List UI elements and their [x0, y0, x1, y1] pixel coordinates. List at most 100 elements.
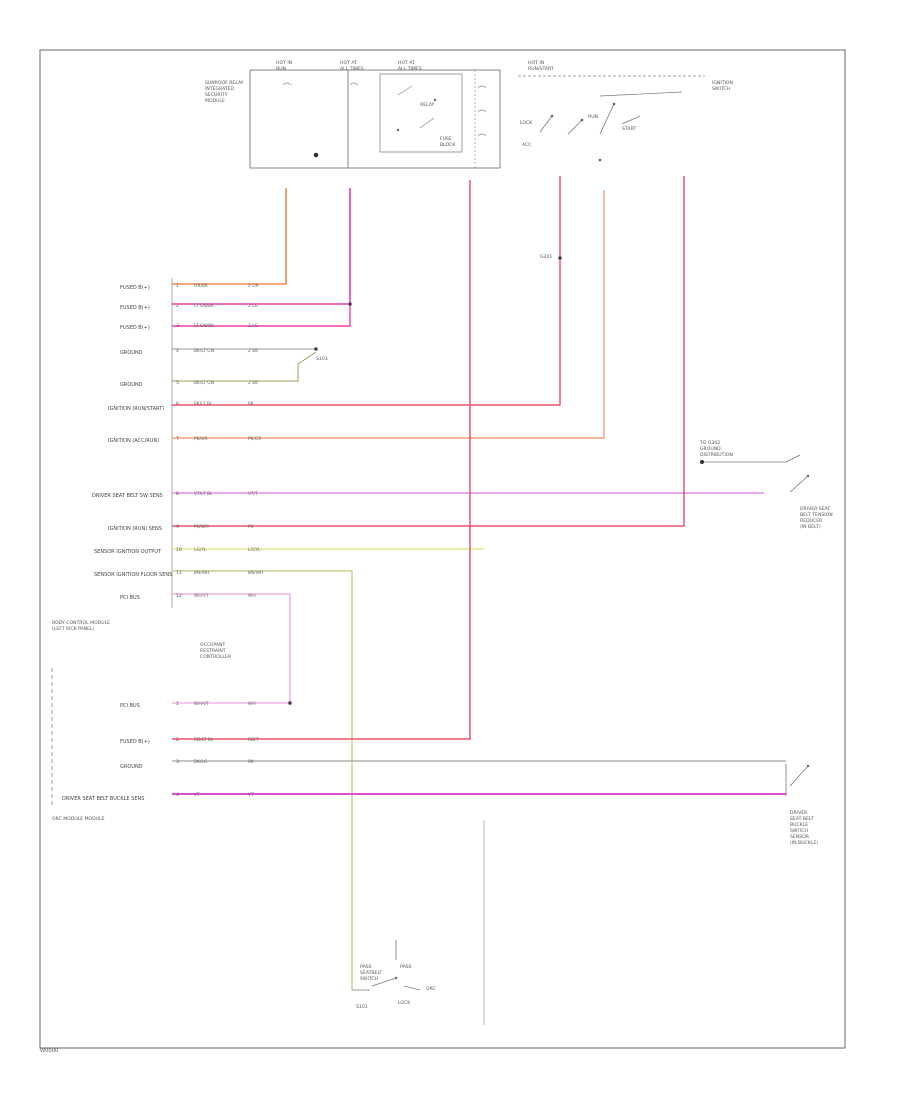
lower-pin-wire-3: BK	[248, 759, 254, 765]
pin-row-5: GROUND 5 BK/LT GN 2 BK	[120, 380, 258, 388]
pin-wire-9: PK	[248, 524, 254, 530]
pass-switch-1: PASS	[360, 964, 372, 970]
ignition-switch: IGNITION SWITCH LOCK RUN ACC START	[518, 75, 733, 162]
pin-color-7: PK/OR	[194, 436, 208, 442]
diagram-ref-code: W0000	[40, 1048, 58, 1054]
pin-color-5: BK/LT GN	[194, 380, 214, 386]
pin-row-9: IGNITION (RUN) SENS 9 PK/WH PK	[108, 524, 254, 532]
seatbelt-right-2: BELT TENSION	[800, 512, 833, 518]
pin-label-10: SENSOR IGNITION OUTPUT	[94, 549, 162, 555]
pin-row-12: PCI BUS 12 WH/VT WH	[120, 593, 256, 601]
pin-label-1: FUSED B(+)	[120, 285, 150, 291]
buckle-right-3: BUCKLE	[790, 822, 808, 828]
pin-wire-2: 2 LG	[248, 303, 259, 309]
pin-wire-11: BN/WH	[248, 570, 263, 576]
ground-dist-2: GROUND	[700, 446, 721, 452]
pin-color-1: OR/BK	[194, 283, 208, 289]
bottom-switch-1: PASS	[400, 964, 412, 970]
wire-pink-pci-bus-a	[172, 593, 291, 705]
lower-pin-number-2: 2	[176, 737, 179, 743]
box2-head-1: HOT AT	[340, 60, 357, 66]
pin-color-4: BK/LT GN	[194, 348, 214, 354]
lower-pin-number-1: 1	[176, 701, 179, 707]
pin-number-12: 12	[176, 593, 182, 599]
pin-label-8: DRIVER SEAT BELT SW SENS	[92, 493, 163, 499]
lower-module-name: ORC MODULE MODULE	[52, 816, 105, 822]
pin-label-7: IGNITION (ACC/RUN)	[108, 438, 159, 444]
pin-wire-4: 2 BK	[248, 348, 258, 354]
bottom-switch-3: LOCK	[398, 1000, 411, 1006]
box1-caption-4: MODULE	[205, 98, 225, 104]
pin-number-4: 4	[176, 348, 179, 354]
pin-wire-3: 2 LG	[248, 323, 259, 329]
upper-module-name-2: (LEFT KICK PANEL)	[52, 626, 95, 632]
seatbelt-right-3: REDUCER	[800, 518, 823, 524]
pin-color-11: BN/WH	[194, 570, 209, 576]
wire-olive-sensor-floor	[172, 570, 353, 990]
splice-label-s101: S101	[356, 1004, 368, 1010]
ground-dist-3: DISTRIBUTION	[700, 452, 733, 458]
pin-color-6: PK/LT BL	[194, 401, 213, 407]
pin-wire-1: 2 OR	[248, 283, 259, 289]
pin-label-3: FUSED B(+)	[120, 325, 150, 331]
occupant-module-3: CONTROLLER	[200, 654, 232, 660]
box3-label-block: BLOCK	[440, 142, 456, 148]
lower-pin-color-3: BK/LG	[194, 759, 208, 765]
box1-caption-1: SUNROOF RELAY	[205, 80, 244, 86]
pin-row-8: DRIVER SEAT BELT SW SENS 8 VT/LT BL VT/T	[92, 491, 258, 499]
pin-row-4: GROUND 4 BK/LT GN 2 BK	[120, 348, 258, 356]
box4-head-2: RUN/START	[528, 66, 554, 72]
pin-label-6: IGNITION (RUN/START)	[108, 406, 164, 412]
buckle-right-1: DRIVER	[790, 810, 808, 816]
splice-dot-1	[348, 302, 352, 306]
pin-color-9: PK/WH	[194, 524, 209, 530]
box1-caption-2: INTEGRATED	[205, 86, 235, 92]
wire-red-ign-run-sens	[172, 176, 685, 527]
buckle-right-6: (IN BUCKLE)	[790, 840, 818, 846]
ground-dist-1: TO G302	[699, 440, 720, 446]
pin-number-5: 5	[176, 380, 179, 386]
pin-label-2: FUSED B(+)	[120, 305, 150, 311]
wire-pink-fused-b3	[172, 304, 351, 327]
seatbelt-right-1: DRIVER SEAT	[800, 506, 830, 512]
ign-position-acc: ACC	[522, 142, 531, 148]
pin-color-3: LT GN/BK	[194, 323, 214, 329]
connector-pin-rows: FUSED B(+) 1 OR/BK 2 OR FUSED B(+) 2 LT …	[92, 283, 263, 601]
pin-label-12: PCI BUS	[120, 595, 140, 601]
lower-pin-color-4: VT	[194, 792, 200, 798]
ignition-switch-label-2: SWITCH	[712, 86, 730, 92]
pin-label-11: SENSOR IGNITION FLOOR SENS	[94, 572, 172, 578]
pin-color-8: VT/LT BL	[194, 491, 213, 497]
pin-wire-10: LG/YL	[248, 547, 261, 553]
splice-label-s103: S103	[316, 356, 328, 362]
fuse-block-inner-box	[379, 73, 463, 153]
pin-number-7: 7	[176, 436, 179, 442]
pin-row-11: SENSOR IGNITION FLOOR SENS 11 BN/WH BN/W…	[94, 570, 263, 578]
pin-number-9: 9	[176, 524, 179, 530]
pin-label-4: GROUND	[120, 350, 143, 356]
pin-row-2: FUSED B(+) 2 LT GN/BK 2 LG	[120, 303, 259, 311]
lower-pin-label-1: PCI BUS	[120, 703, 140, 709]
buckle-right-5: SENSOR	[790, 834, 810, 840]
splice-dot-3	[558, 256, 562, 260]
pin-color-12: WH/VT	[194, 593, 209, 599]
box4-head-1: HOT IN	[528, 60, 544, 66]
box1-head-2: RUN	[276, 66, 286, 72]
splice-dot-4	[288, 701, 292, 705]
pin-color-2: LT GN/BK	[194, 303, 214, 309]
upper-module-name-1: BODY CONTROL MODULE	[52, 620, 110, 626]
occupant-module-1: OCCUPANT	[200, 642, 225, 648]
pin-number-2: 2	[176, 303, 179, 309]
pin-wire-8: VT/T	[248, 491, 258, 497]
pin-row-7: IGNITION (ACC/RUN) 7 PK/OR PK/OR	[108, 436, 262, 444]
lower-pin-label-3: GROUND	[120, 764, 143, 770]
pin-number-3: 3	[176, 323, 179, 329]
lower-pin-label-2: FUSED B(+)	[120, 739, 150, 745]
lower-module-section: BODY CONTROL MODULE (LEFT KICK PANEL) OC…	[51, 620, 259, 822]
wire-olive-ground-b	[172, 351, 317, 382]
box1-head-1: HOT IN	[276, 60, 292, 66]
pin-label-9: IGNITION (RUN) SENS	[108, 526, 162, 532]
splice-label-g201: G201	[540, 254, 552, 260]
